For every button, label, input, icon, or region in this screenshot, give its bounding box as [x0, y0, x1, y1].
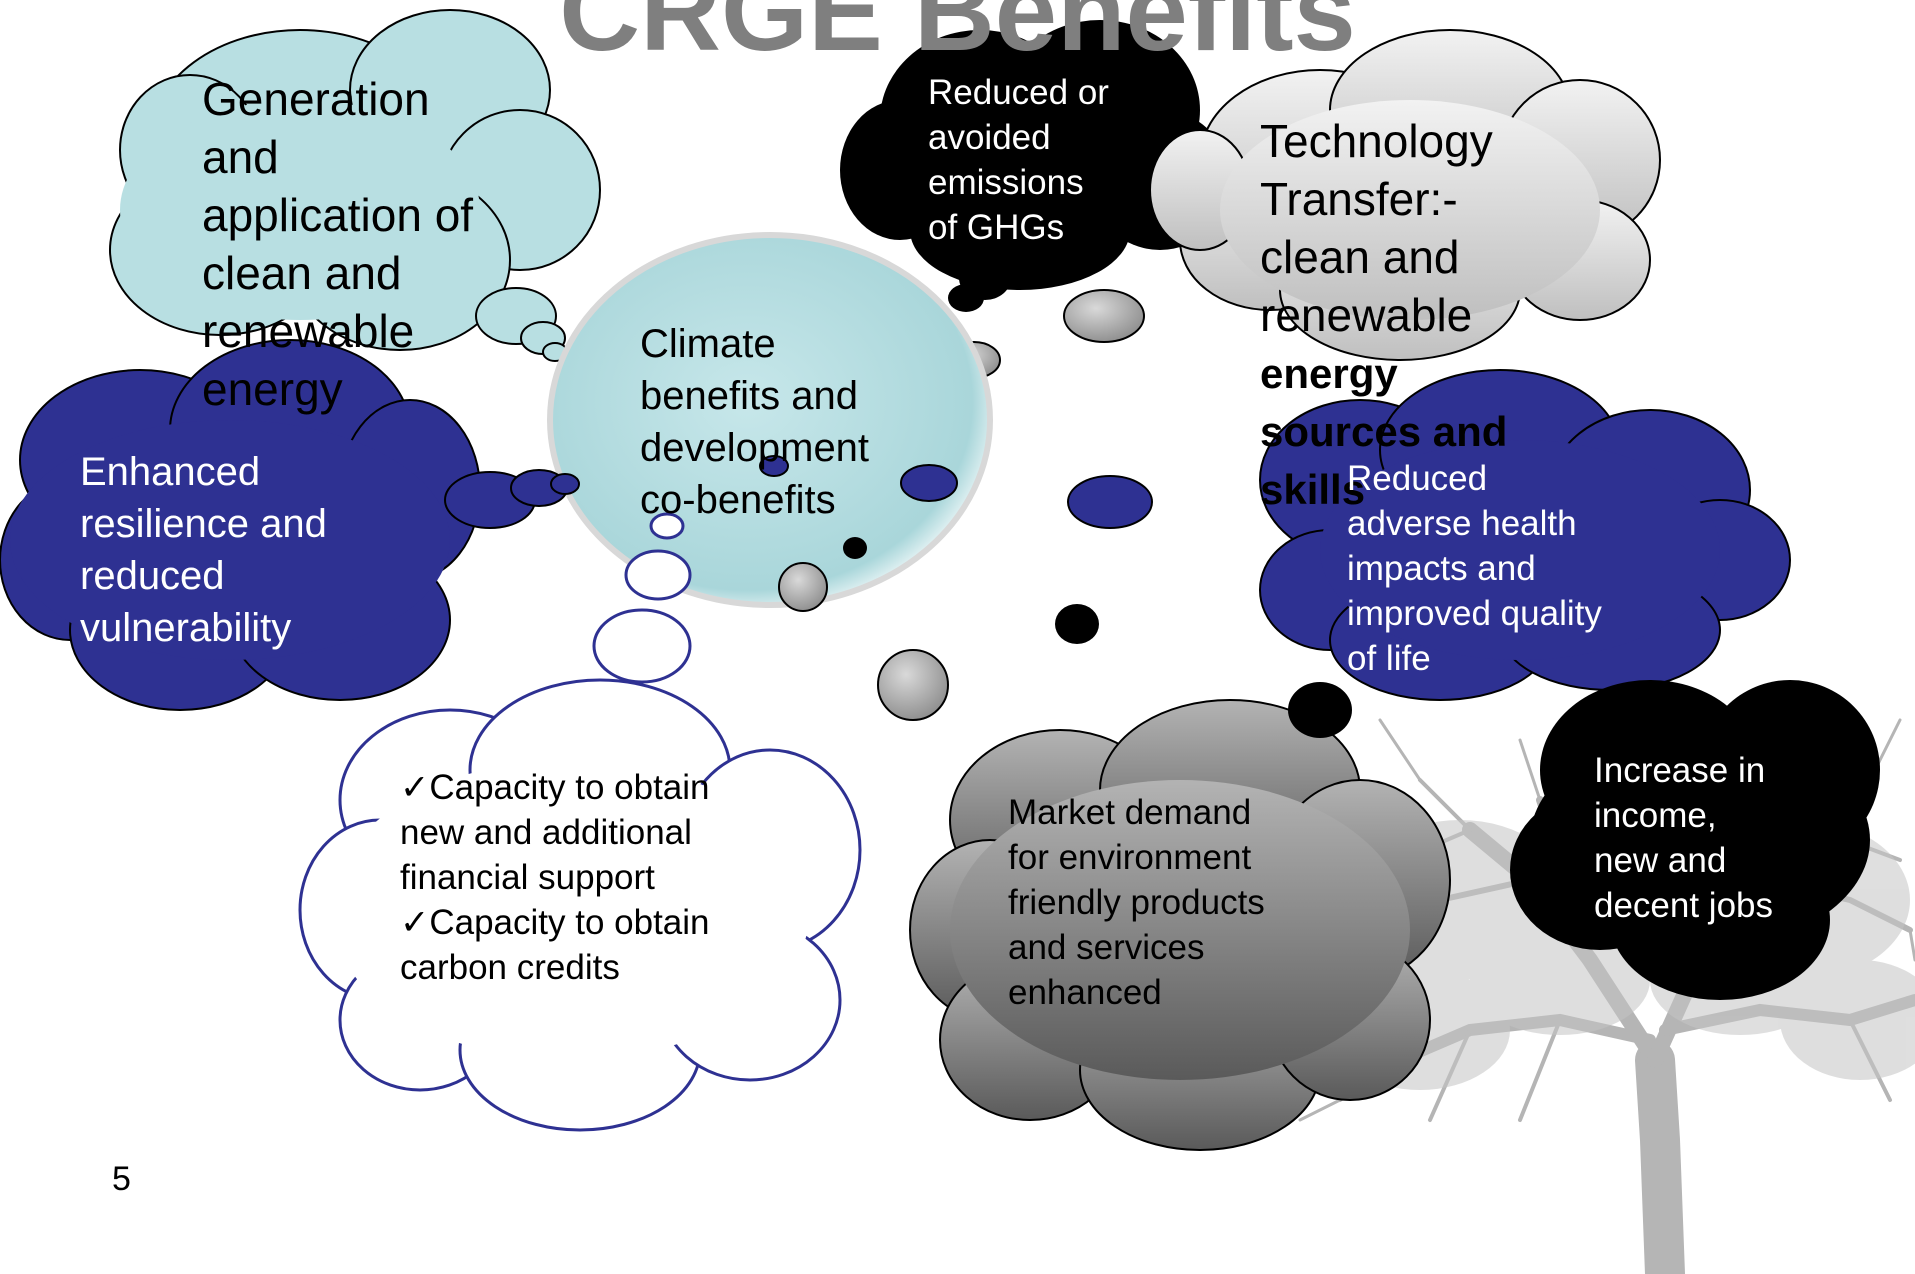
emissions-text: Reduced or avoided emissions of GHGs [928, 73, 1109, 247]
cloud-generation [109, 9, 601, 351]
thought-dots-health [759, 455, 1153, 529]
generation-text: Generation and application of clean and … [202, 73, 474, 415]
cloud-income [1510, 680, 1880, 1000]
resilience-text: Enhanced resilience and reduced vulnerab… [80, 450, 327, 650]
center-text: Climate benefits and development co-bene… [640, 322, 870, 522]
cloud-technology [1149, 29, 1661, 361]
capacity-text: ✓Capacity to obtain new and additional f… [400, 768, 710, 987]
slide-title: CRGE Benefits [559, 0, 1356, 74]
technology-bold-text: energy sources and skills [1260, 350, 1508, 513]
market-text: Market demand for environment friendly p… [1008, 793, 1265, 1012]
thought-dots-generation [475, 287, 568, 362]
cloud-market [909, 699, 1451, 1151]
thought-dots-income [843, 537, 1352, 738]
health-text: Reduced adverse health impacts and impro… [1347, 459, 1602, 678]
thought-dots-emissions [948, 256, 1011, 312]
thought-dots-resilience [444, 469, 580, 529]
income-text: Increase in income, new and decent jobs [1594, 751, 1774, 925]
cloud-resilience [0, 339, 481, 711]
cloud-health [1259, 369, 1791, 701]
thought-dots-capacity [592, 512, 692, 684]
technology-text: Technology Transfer:- clean and renewabl… [1260, 115, 1493, 341]
thought-dots-market [778, 562, 949, 721]
cloud-capacity [298, 678, 862, 1132]
page-number: 5 [112, 1160, 131, 1198]
center-oval [547, 232, 993, 608]
